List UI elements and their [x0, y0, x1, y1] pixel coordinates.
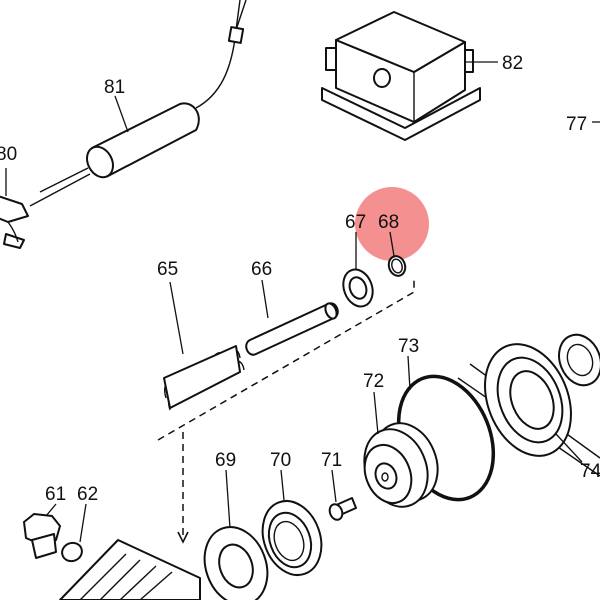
part-67-seal[interactable]	[338, 232, 377, 311]
callout-68: 68	[378, 212, 399, 233]
part-81-capacitor[interactable]	[29, 0, 247, 207]
highlight-marker[interactable]	[355, 187, 429, 261]
callout-65: 65	[157, 259, 178, 280]
part-71-screw[interactable]	[327, 469, 357, 522]
assembly-guide-lines	[157, 278, 415, 544]
callout-71: 71	[321, 450, 342, 471]
callout-82: 82	[502, 53, 523, 74]
callout-62: 62	[77, 484, 98, 505]
part-74-bearing[interactable]	[457, 328, 600, 477]
callout-67: 67	[345, 212, 366, 233]
part-69-washer[interactable]	[194, 469, 278, 600]
callout-80: 80	[0, 144, 17, 165]
part-62-o-ring[interactable]	[60, 503, 87, 564]
part-65-spring[interactable]	[163, 281, 245, 411]
part-68-o-ring[interactable]	[386, 231, 407, 278]
callout-74: 74	[580, 461, 600, 482]
part-70-bearing-seal[interactable]	[253, 469, 332, 583]
callout-77: 77	[566, 114, 587, 135]
part-61-plug[interactable]	[23, 503, 61, 559]
callout-81: 81	[104, 77, 125, 98]
callout-73: 73	[398, 336, 419, 357]
callout-69: 69	[215, 450, 236, 471]
part-82-junction-box[interactable]	[321, 11, 498, 141]
callout-labels: 81 82 80 77 67 68 65 66 73 72 69 70 71 6…	[0, 53, 600, 505]
pump-housing	[59, 539, 201, 600]
callout-66: 66	[251, 259, 272, 280]
part-66-shaft[interactable]	[245, 279, 339, 356]
part-72-pulley[interactable]	[353, 391, 449, 516]
callout-72: 72	[363, 371, 384, 392]
part-80-clamp[interactable]	[0, 168, 29, 249]
callout-70: 70	[270, 450, 291, 471]
callout-61: 61	[45, 484, 66, 505]
